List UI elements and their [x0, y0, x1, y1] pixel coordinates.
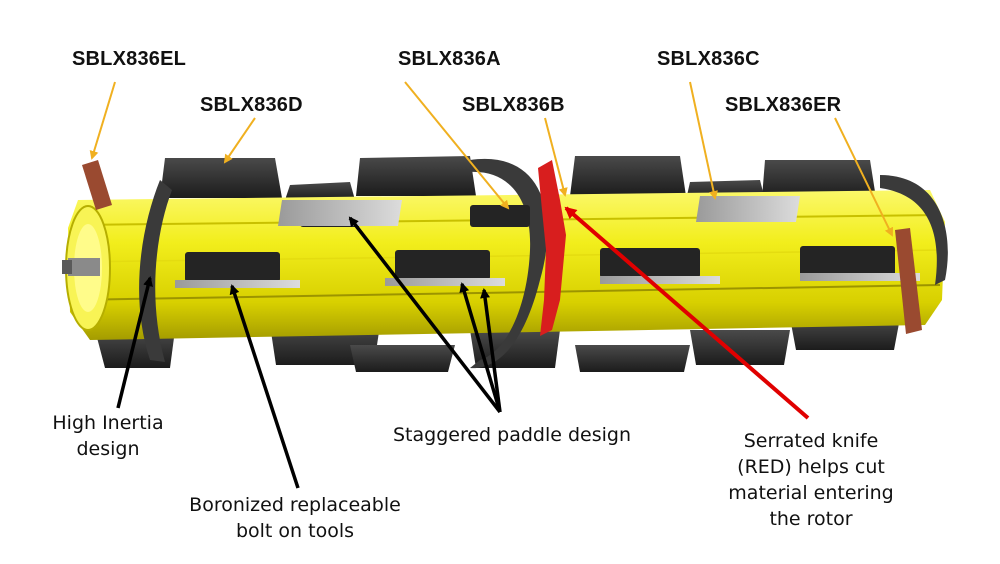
part-label-er: SBLX836ER [725, 94, 842, 116]
callout-staggered: Staggered paddle design [362, 422, 662, 448]
callout-line: High Inertia [52, 412, 164, 434]
callout-line: the rotor [769, 508, 853, 530]
end-knives [82, 160, 922, 334]
callout-line: material entering [728, 482, 894, 504]
callout-line: design [76, 438, 140, 460]
rotor-end-tube [62, 205, 111, 331]
part-label-el: SBLX836EL [72, 48, 187, 70]
boronized-blades [175, 196, 920, 288]
callout-line: Boronized replaceable [189, 494, 401, 516]
callout-serrated-knife: Serrated knife (RED) helps cut material … [706, 428, 916, 532]
part-label-c: SBLX836C [657, 48, 760, 70]
callout-high-inertia: High Inertia design [28, 410, 188, 462]
callout-line: Serrated knife [743, 430, 879, 452]
part-label-b: SBLX836B [462, 94, 565, 116]
serrated-knife [538, 160, 566, 336]
part-label-a: SBLX836A [398, 48, 501, 70]
top-paddles [160, 156, 876, 200]
callout-line: bolt on tools [235, 520, 355, 542]
callout-line: (RED) helps cut [737, 456, 885, 478]
feature-leaders [116, 216, 502, 489]
callout-boronized: Boronized replaceable bolt on tools [160, 492, 430, 544]
part-label-d: SBLX836D [200, 94, 303, 116]
knife-leader [564, 206, 810, 420]
callout-line: Staggered paddle design [392, 424, 631, 446]
part-leaders [89, 81, 893, 237]
